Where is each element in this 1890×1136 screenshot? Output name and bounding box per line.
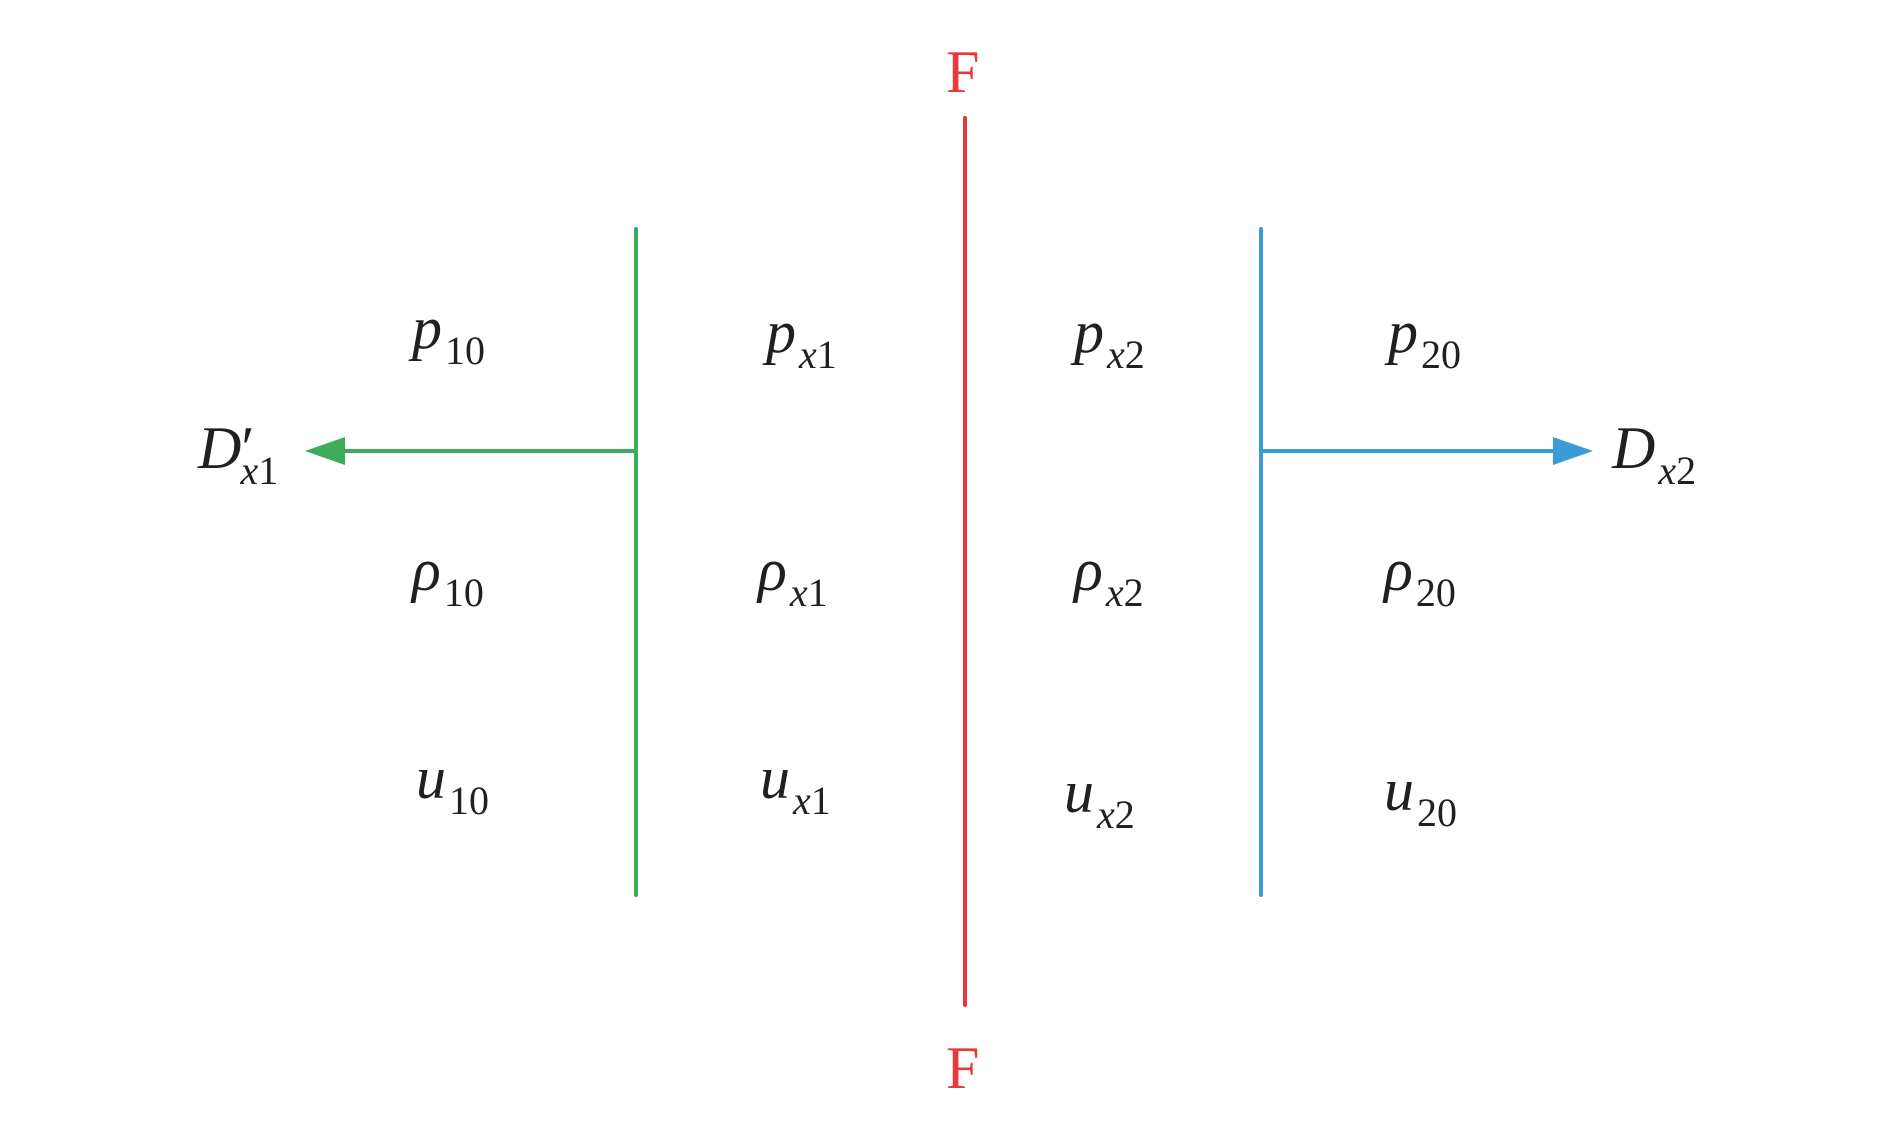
var-rho10: ρ10 <box>412 537 484 615</box>
right-arrow-head <box>1553 437 1593 465</box>
var-p20: p20 <box>1388 299 1461 377</box>
var-u10: u10 <box>416 745 489 823</box>
right-wave-label: Dx2 <box>1612 415 1697 493</box>
var-rhox1: ρx1 <box>758 537 828 615</box>
var-px2: px2 <box>1074 299 1145 377</box>
front-label-top: F <box>946 39 980 105</box>
var-rhox2: ρx2 <box>1074 537 1144 615</box>
left-arrow-head <box>305 437 345 465</box>
var-rho20: ρ20 <box>1384 537 1456 615</box>
var-px1: px1 <box>766 299 837 377</box>
var-ux2: ux2 <box>1064 759 1135 837</box>
left-wave-label: D′x1 <box>198 415 279 493</box>
var-ux1: ux1 <box>760 745 831 823</box>
var-u20: u20 <box>1384 757 1457 835</box>
front-label-bottom: F <box>946 1035 980 1101</box>
var-p10: p10 <box>412 295 485 373</box>
